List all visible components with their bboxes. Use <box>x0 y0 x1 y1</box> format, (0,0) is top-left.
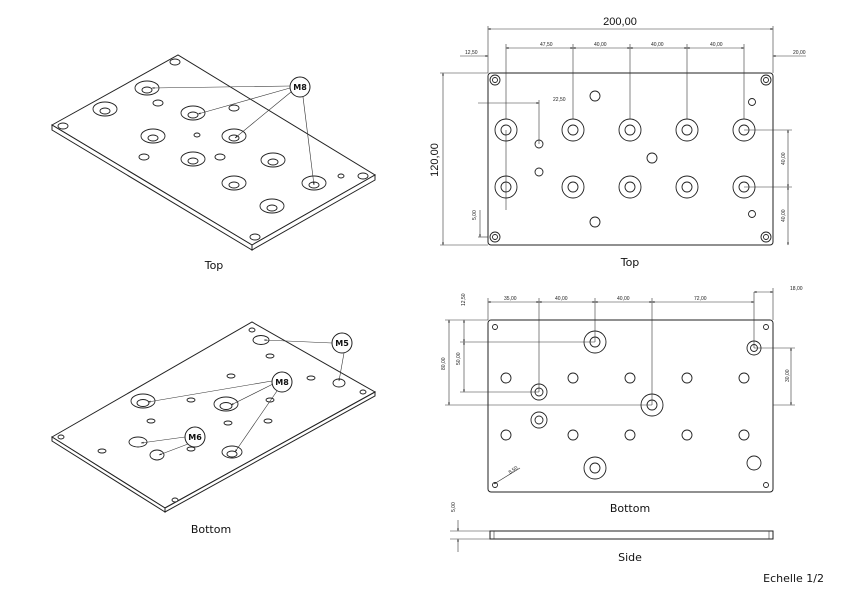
ortho-top-dimension-lines <box>442 28 806 246</box>
ortho-top-dim-40a: 40,00 <box>594 42 607 48</box>
ortho-bottom-dim-1250: 12,50 <box>461 293 467 306</box>
iso-bottom-m5-callout-text: M5 <box>335 339 349 348</box>
ortho-top-extension-lines <box>440 26 792 246</box>
iso-bottom-plate-face <box>51 321 377 509</box>
ortho-top-dim-height: 120,00 <box>429 143 441 177</box>
iso-bottom-corner-hole <box>248 327 256 333</box>
iso-top-corner-hole <box>357 172 369 180</box>
ortho-bottom-dim-40b: 40,00 <box>617 296 630 302</box>
iso-bottom-leader-lines <box>140 339 345 456</box>
iso-top-plate-face <box>51 54 376 246</box>
iso-top-corner-hole <box>169 58 181 66</box>
iso-bottom-large-holes <box>128 335 346 461</box>
side-label: Side <box>618 551 642 564</box>
ortho-top-dim-40r1: 40,00 <box>781 152 787 165</box>
ortho-top-dim-2000: 20,00 <box>793 50 806 56</box>
ortho-bottom-corner-holes <box>492 324 769 488</box>
ortho-bottom-dim-8000: 80,00 <box>441 357 447 370</box>
ortho-top-dim-500: 5,00 <box>472 210 478 220</box>
ortho-top-dim-width: 200,00 <box>603 16 637 28</box>
ortho-bottom-extension-lines <box>445 288 795 406</box>
ortho-top-view: 200,00 120,00 12,50 47,50 40,00 40,00 40… <box>429 16 806 269</box>
ortho-top-label: Top <box>620 256 640 269</box>
iso-bottom-m8-callout-circle <box>271 371 293 393</box>
iso-bottom-view: M5 M8 M6 Bottom <box>51 321 377 536</box>
iso-bottom-corner-hole <box>57 434 65 440</box>
iso-top-corner-hole <box>57 122 69 130</box>
side-dim-500: 5,00 <box>451 502 457 512</box>
iso-bottom-corner-hole <box>359 389 367 395</box>
ortho-top-dim-40r2: 40,00 <box>781 209 787 222</box>
iso-bottom-small-holes <box>97 353 316 454</box>
ortho-top-outline <box>487 72 774 246</box>
iso-bottom-corner-hole <box>171 497 179 503</box>
iso-top-leader-lines <box>151 85 315 186</box>
ortho-top-dim-40b: 40,00 <box>651 42 664 48</box>
ortho-top-corner-holes <box>489 74 772 243</box>
side-plate <box>489 530 774 540</box>
iso-top-m8-callout-circle <box>289 76 311 98</box>
iso-top-corner-hole <box>249 233 261 241</box>
iso-bottom-plate-edge-side <box>164 391 376 513</box>
ortho-bottom-dim-1800: 18,00 <box>790 286 803 292</box>
ortho-bottom-dim-3000: 30,00 <box>785 369 791 382</box>
iso-top-label: Top <box>204 259 224 272</box>
ortho-bottom-dim-5000: 50,00 <box>456 352 462 365</box>
ortho-bottom-dimension-lines <box>448 291 792 485</box>
iso-top-small-holes <box>138 99 345 179</box>
ortho-top-dim-1250: 12,50 <box>465 50 478 56</box>
iso-top-countersunk-holes <box>92 80 327 214</box>
ortho-bottom-dim-3500: 35,00 <box>504 296 517 302</box>
scale-note: Echelle 1/2 <box>763 572 824 585</box>
iso-bottom-label: Bottom <box>191 523 231 536</box>
side-view: 5,00 Side <box>450 502 774 564</box>
iso-bottom-m6-callout-text: M6 <box>188 433 202 442</box>
iso-top-view: M8 Top <box>51 54 376 272</box>
iso-top-m8-callout-text: M8 <box>293 83 307 92</box>
ortho-bottom-outline <box>487 319 774 493</box>
ortho-bottom-dim-7200: 72,00 <box>694 296 707 302</box>
iso-bottom-m8-callout-text: M8 <box>275 378 289 387</box>
ortho-top-dim-2250: 22,50 <box>553 97 566 103</box>
ortho-bottom-dim-850: 8,50 <box>508 465 520 476</box>
iso-top-plate-edge-side <box>251 174 376 251</box>
ortho-bottom-dim-40a: 40,00 <box>555 296 568 302</box>
ortho-bottom-plain-holes <box>500 372 750 441</box>
ortho-bottom-label: Bottom <box>610 502 650 515</box>
ortho-top-plain-holes <box>534 90 756 228</box>
ortho-top-dim-4750: 47,50 <box>540 42 553 48</box>
ortho-bottom-view: 35,00 40,00 40,00 72,00 18,00 12,50 50,0… <box>441 286 803 515</box>
ortho-top-countersunk-holes <box>494 118 756 199</box>
ortho-top-dim-40c: 40,00 <box>710 42 723 48</box>
